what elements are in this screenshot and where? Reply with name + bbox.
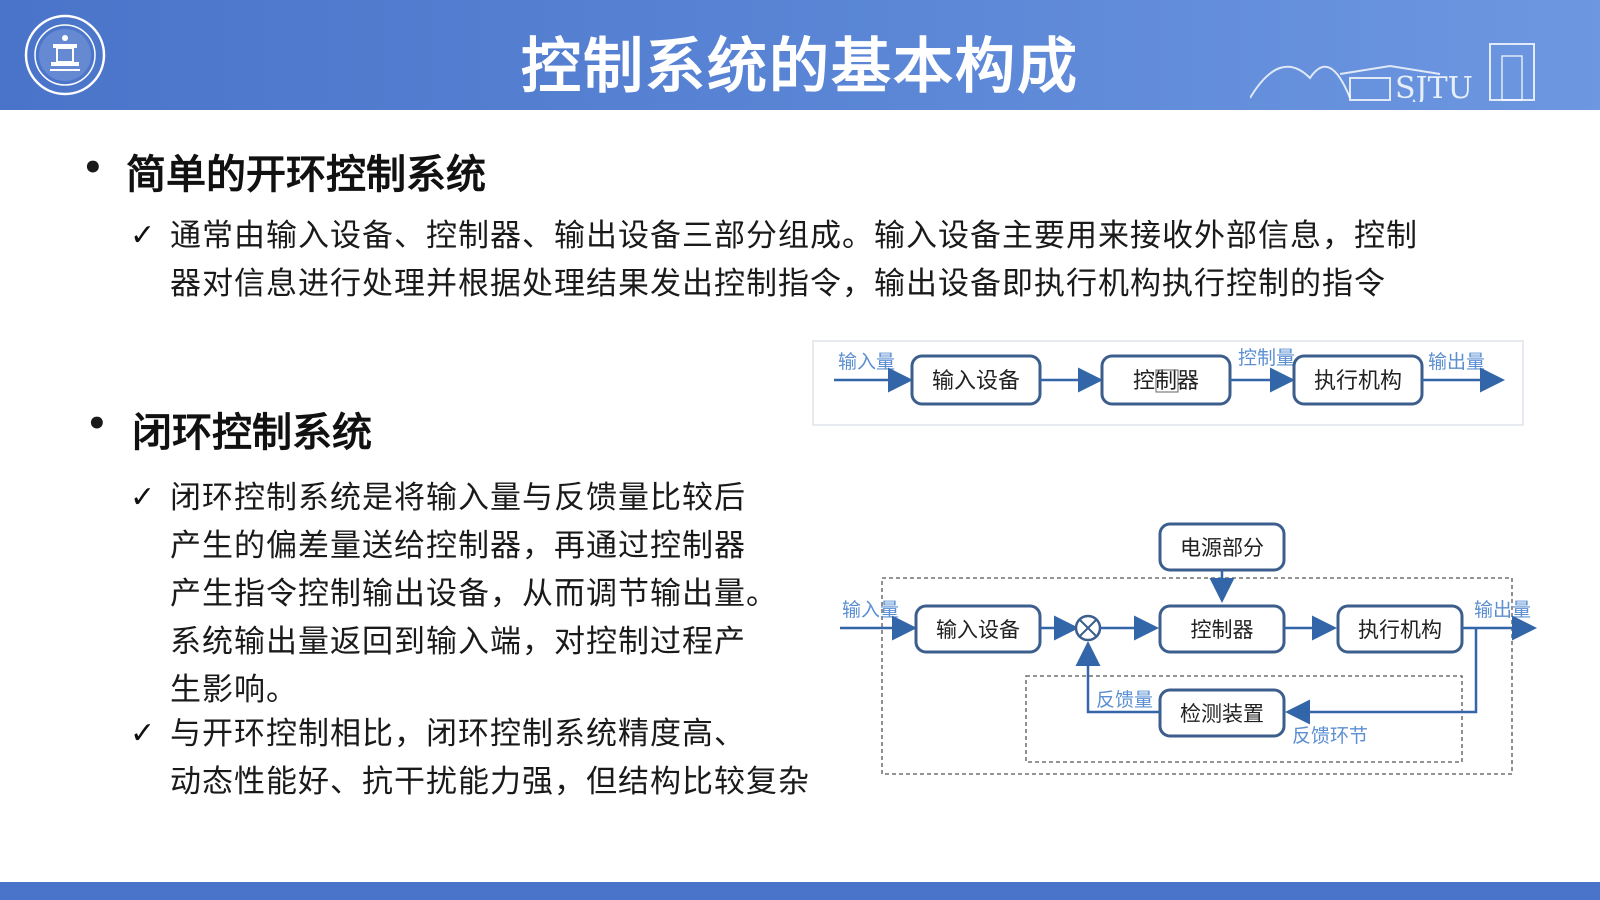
signal-label-control: 控制量 <box>1238 347 1295 369</box>
signal-label-output: 输出量 <box>1428 351 1485 373</box>
text-line: 器对信息进行处理并根据处理结果发出控制指令，输出设备即执行机构执行控制的指令 <box>170 266 1386 302</box>
text-line: 闭环控制系统是将输入量与反馈量比较后 <box>170 480 746 516</box>
sjtu-logo-text: SJTU <box>1395 71 1473 102</box>
feedback-arrow <box>1285 628 1478 725</box>
system-boundary <box>881 577 1513 775</box>
block-label: 控制器 <box>1191 618 1254 642</box>
text-line: 产生指令控制输出设备，从而调节输出量。 <box>170 576 778 612</box>
closed-loop-description: 闭环控制系统是将输入量与反馈量比较后 产生的偏差量送给控制器，再通过控制器 产生… <box>170 474 830 714</box>
text-line: 通常由输入设备、控制器、输出设备三部分组成。输入设备主要用来接收外部信息，控制 <box>170 218 1418 254</box>
signal-label-output: 输出量 <box>1474 599 1531 621</box>
text-line: 与开环控制相比，闭环控制系统精度高、 <box>170 716 746 752</box>
block-label: 输入设备 <box>936 618 1020 642</box>
block-label: 执行机构 <box>1314 369 1402 394</box>
page-title: 控制系统的基本构成 <box>521 32 1079 102</box>
signal-label-input: 输入量 <box>838 351 895 373</box>
footer-bar <box>0 882 1600 900</box>
checkmark-icon: ✓ <box>130 218 156 253</box>
checkmark-icon: ✓ <box>130 480 156 515</box>
text-line: 动态性能好、抗干扰能力强，但结构比较复杂 <box>170 764 810 800</box>
open-loop-description: 通常由输入设备、控制器、输出设备三部分组成。输入设备主要用来接收外部信息，控制 … <box>170 212 1570 308</box>
text-line: 系统输出量返回到输入端，对控制过程产 <box>170 624 746 660</box>
text-line: 产生的偏差量送给控制器，再通过控制器 <box>170 528 746 564</box>
feedback-arrow <box>1075 641 1160 714</box>
signal-label-input: 输入量 <box>842 599 899 621</box>
feedback-loop-label: 反馈环节 <box>1292 725 1368 747</box>
feedback-boundary <box>1025 675 1463 763</box>
text-line: 生影响。 <box>170 672 298 708</box>
block-label: 执行机构 <box>1358 618 1442 642</box>
closed-loop-advantages: 与开环控制相比，闭环控制系统精度高、 动态性能好、抗干扰能力强，但结构比较复杂 <box>170 710 830 806</box>
open-loop-diagram: 输入量 输入设备 控制器 控制量 执行机构 输出量 <box>812 340 1524 426</box>
block-label: 输入设备 <box>932 369 1020 394</box>
block-label: 控制器 <box>1133 369 1199 394</box>
university-logo-icon <box>24 14 106 96</box>
bullet-icon: • <box>82 148 104 188</box>
signal-label-feedback: 反馈量 <box>1096 689 1153 711</box>
block-label: 电源部分 <box>1180 536 1264 560</box>
open-loop-heading: 简单的开环控制系统 <box>126 152 486 198</box>
checkmark-icon: ✓ <box>130 716 156 751</box>
campus-skyline-icon: SJTU <box>1250 43 1535 102</box>
closed-loop-heading: 闭环控制系统 <box>132 410 372 456</box>
header-bar: 控制系统的基本构成 SJTU <box>0 0 1600 110</box>
summing-junction-icon <box>1074 614 1102 642</box>
block-label: 检测装置 <box>1180 702 1264 726</box>
bullet-icon: • <box>86 404 108 444</box>
closed-loop-diagram: 电源部分 输入量 输入设备 控制器 执行机构 输出量 检测装置 反馈量 反馈环节 <box>840 522 1537 775</box>
ole-object-icon <box>1155 369 1179 393</box>
